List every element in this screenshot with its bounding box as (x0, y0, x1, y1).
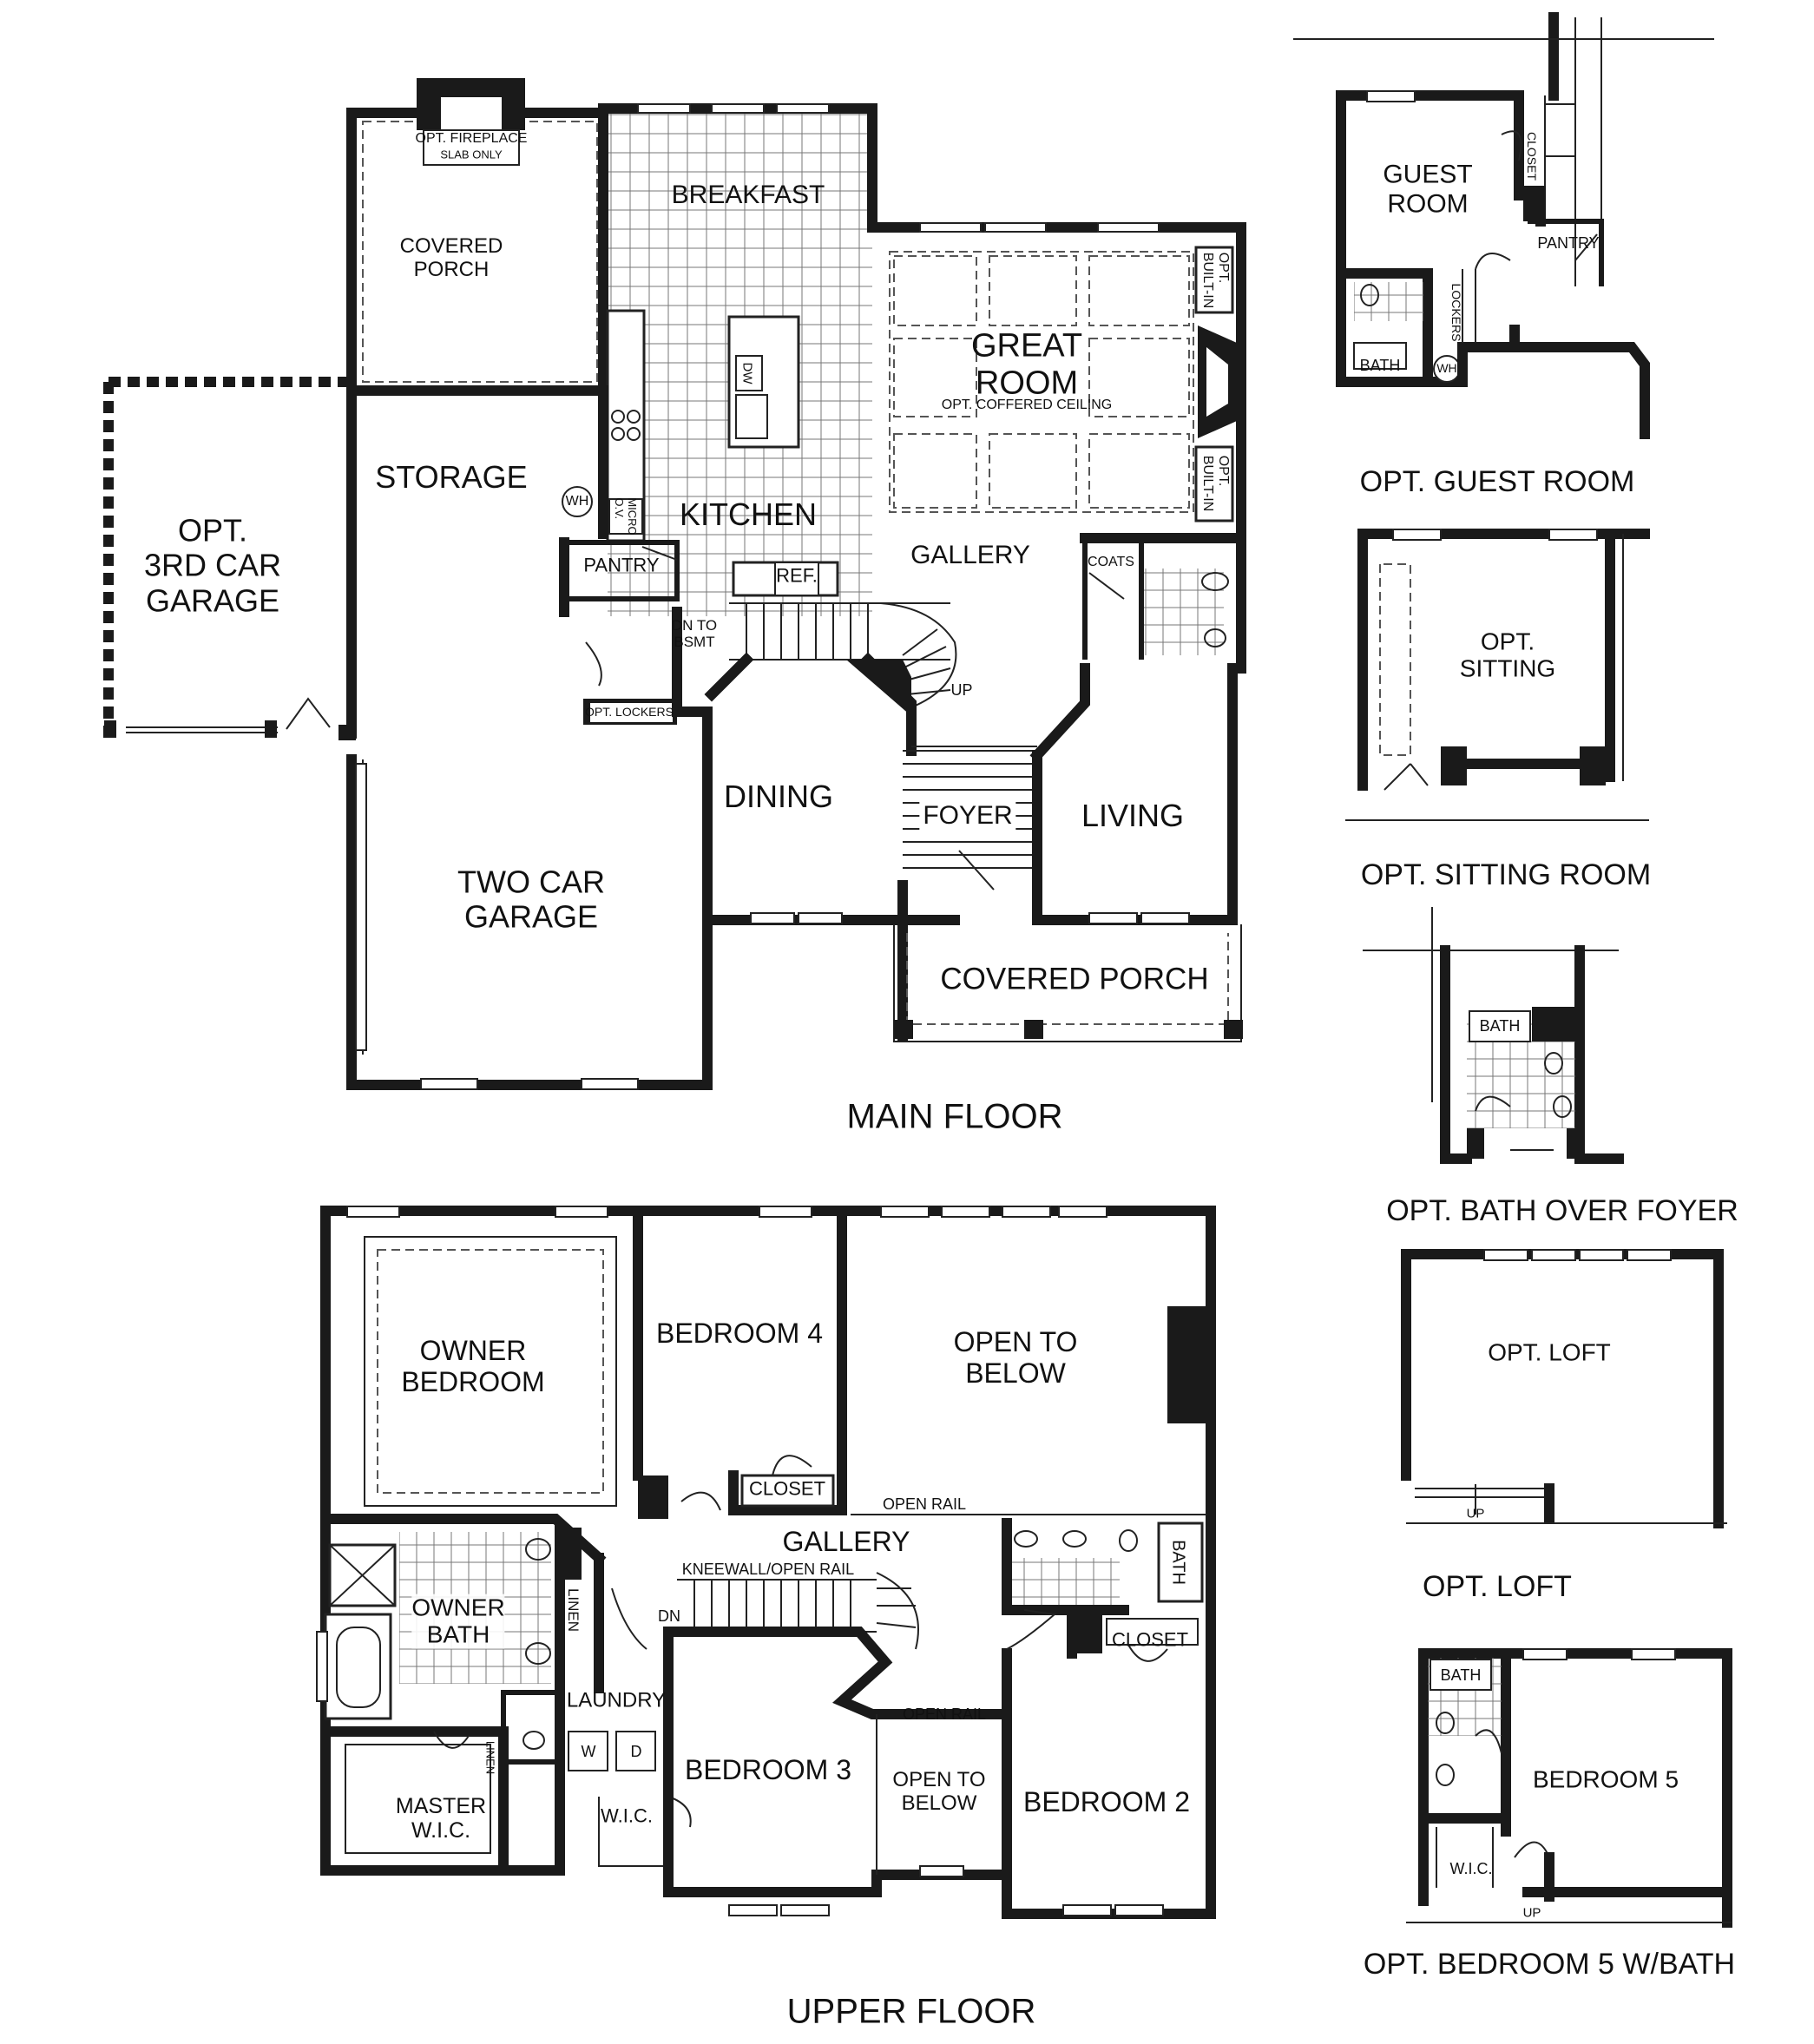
guest-bath-label: BATH (1359, 356, 1401, 374)
opt-lockers-label: OPT. LOCKERS (585, 705, 674, 720)
main-stairs-up-label: UP (950, 680, 973, 699)
dn-to-bsmt-label: DN TO BSMT (671, 616, 718, 650)
guest-wh-label: WH (1436, 361, 1457, 376)
opt-bedroom-5-caption: OPT. BEDROOM 5 W/BATH (1363, 1947, 1736, 1981)
coats-label: COATS (1088, 555, 1134, 570)
guest-pantry-label: PANTRY (1537, 233, 1600, 252)
opt-sitting-room-caption: OPT. SITTING ROOM (1360, 858, 1652, 891)
opt-built-in-lower-label: OPT. BUILT-IN (1200, 455, 1231, 512)
opt-3rd-car-garage-label: OPT. 3RD CAR GARAGE (143, 512, 282, 619)
slab-only-label: SLAB ONLY (440, 148, 503, 161)
laundry-wic-label: W.I.C. (601, 1804, 653, 1827)
bedroom-5-label: BEDROOM 5 (1532, 1765, 1679, 1793)
opt-loft-label: OPT. LOFT (1488, 1338, 1611, 1366)
dishwasher-label: DW (739, 362, 755, 384)
upper-floor-plan (316, 1206, 1216, 1919)
two-car-garage-label: TWO CAR GARAGE (457, 864, 605, 935)
upper-floor-title: UPPER FLOOR (786, 1992, 1036, 2031)
opt-bath-over-foyer-caption: OPT. BATH OVER FOYER (1386, 1193, 1738, 1227)
hall-bath-label: BATH (1168, 1540, 1188, 1585)
dining-label: DINING (724, 778, 833, 814)
coffered-ceiling-label: OPT. COFFERED CEILING (941, 398, 1113, 413)
water-heater-label: WH (565, 494, 589, 509)
opt-sitting-label: OPT. SITTING (1459, 628, 1556, 682)
open-rail-lower-label: OPEN RAIL (902, 1705, 987, 1723)
covered-porch-front-label: COVERED PORCH (940, 962, 1209, 996)
owner-bath-label: OWNER BATH (411, 1594, 505, 1649)
open-to-below-upper-label: OPEN TO BELOW (953, 1326, 1078, 1389)
storage-label: STORAGE (375, 458, 528, 495)
opt-built-in-upper-label: OPT. BUILT-IN (1200, 252, 1231, 309)
covered-porch-back-label: COVERED PORCH (399, 234, 503, 281)
owner-bedroom-label: OWNER BEDROOM (401, 1335, 545, 1397)
bedroom-2-closet-label: CLOSET (1111, 1628, 1189, 1651)
bedroom-5-bath-label: BATH (1440, 1666, 1482, 1684)
upper-gallery-label: GALLERY (782, 1526, 910, 1558)
guest-lockers-label: LOCKERS (1449, 283, 1463, 342)
opt-guest-room-caption: OPT. GUEST ROOM (1359, 464, 1635, 498)
washer-label: W (581, 1742, 596, 1760)
open-to-below-lower-label: OPEN TO BELOW (892, 1768, 986, 1815)
opt-loft-plan (1401, 1249, 1727, 1528)
foyer-bath-label: BATH (1479, 1016, 1521, 1035)
bedroom-4-label: BEDROOM 4 (655, 1318, 824, 1350)
opt-guest-room-plan (1293, 12, 1714, 439)
guest-room-label: GUEST ROOM (1383, 160, 1473, 218)
main-floor-title: MAIN FLOOR (846, 1097, 1063, 1136)
pantry-label: PANTRY (583, 554, 660, 576)
bedroom-5-wic-label: W.I.C. (1449, 1859, 1493, 1877)
linen-lower-label: LINEN (483, 1740, 497, 1775)
dryer-label: D (630, 1742, 642, 1760)
opt-sitting-room-plan (1345, 529, 1650, 821)
loft-up-label: UP (1466, 1506, 1485, 1521)
bedroom-2-label: BEDROOM 2 (1022, 1786, 1191, 1818)
foyer-label: FOYER (919, 801, 1016, 831)
great-room-label: GREAT ROOM (970, 327, 1083, 401)
kneewall-open-rail-label: KNEEWALL/OPEN RAIL (681, 1560, 855, 1578)
refrigerator-label: REF. (776, 564, 818, 587)
living-label: LIVING (1081, 797, 1185, 833)
opt-fireplace-label: OPT. FIREPLACE (415, 131, 528, 147)
micro-ov-label: MICRO O.V. (613, 497, 639, 536)
bedroom-3-label: BEDROOM 3 (684, 1754, 852, 1786)
master-wic-label: MASTER W.I.C. (395, 1794, 487, 1843)
bedroom-5-up-label: UP (1522, 1905, 1541, 1921)
breakfast-label: BREAKFAST (671, 181, 825, 210)
kitchen-label: KITCHEN (679, 496, 818, 532)
main-gallery-label: GALLERY (910, 541, 1030, 570)
open-rail-upper-label: OPEN RAIL (882, 1495, 967, 1513)
opt-loft-caption: OPT. LOFT (1423, 1569, 1572, 1603)
opt-bath-over-foyer-plan (1363, 907, 1624, 1164)
laundry-label: LAUNDRY (566, 1688, 667, 1712)
stairs-down-label: DN (658, 1607, 680, 1625)
linen-upper-label: LINEN (565, 1587, 582, 1633)
guest-closet-label: CLOSET (1525, 131, 1539, 181)
opt-bedroom-5-plan (1406, 1648, 1732, 1928)
bedroom-4-closet-label: CLOSET (748, 1477, 826, 1500)
